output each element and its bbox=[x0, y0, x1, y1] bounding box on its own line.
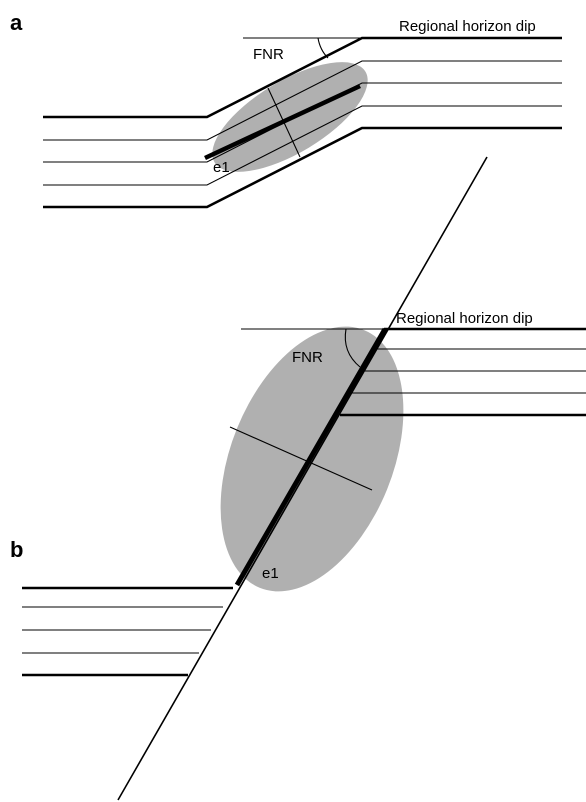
horizon-a-2 bbox=[43, 60, 562, 141]
panel-a-letter: a bbox=[10, 10, 23, 35]
horizon-a-5 bbox=[43, 126, 562, 209]
e1-axis-b bbox=[234, 327, 388, 587]
fnr-arc-b bbox=[344, 328, 361, 368]
regional-horizon-label-b: Regional horizon dip bbox=[396, 310, 533, 327]
ellipse-minor-axis-b bbox=[229, 426, 373, 491]
fnr-label-b: FNR bbox=[292, 349, 323, 366]
e1-axis-a bbox=[204, 83, 361, 161]
panel-a: a FNR e1 Regional horizon dip bbox=[10, 10, 562, 209]
panel-b-letter: b bbox=[10, 537, 23, 562]
panel-b: b FNR e1 Regional horizon dip bbox=[10, 156, 586, 801]
horizon-a-1 bbox=[43, 36, 562, 119]
e1-label-a: e1 bbox=[213, 159, 230, 176]
e1-label-b: e1 bbox=[262, 565, 279, 582]
fnr-label-a: FNR bbox=[253, 46, 284, 63]
regional-horizon-label-a: Regional horizon dip bbox=[399, 18, 536, 35]
fault-plane bbox=[117, 156, 488, 801]
horizon-a-4 bbox=[43, 105, 562, 186]
